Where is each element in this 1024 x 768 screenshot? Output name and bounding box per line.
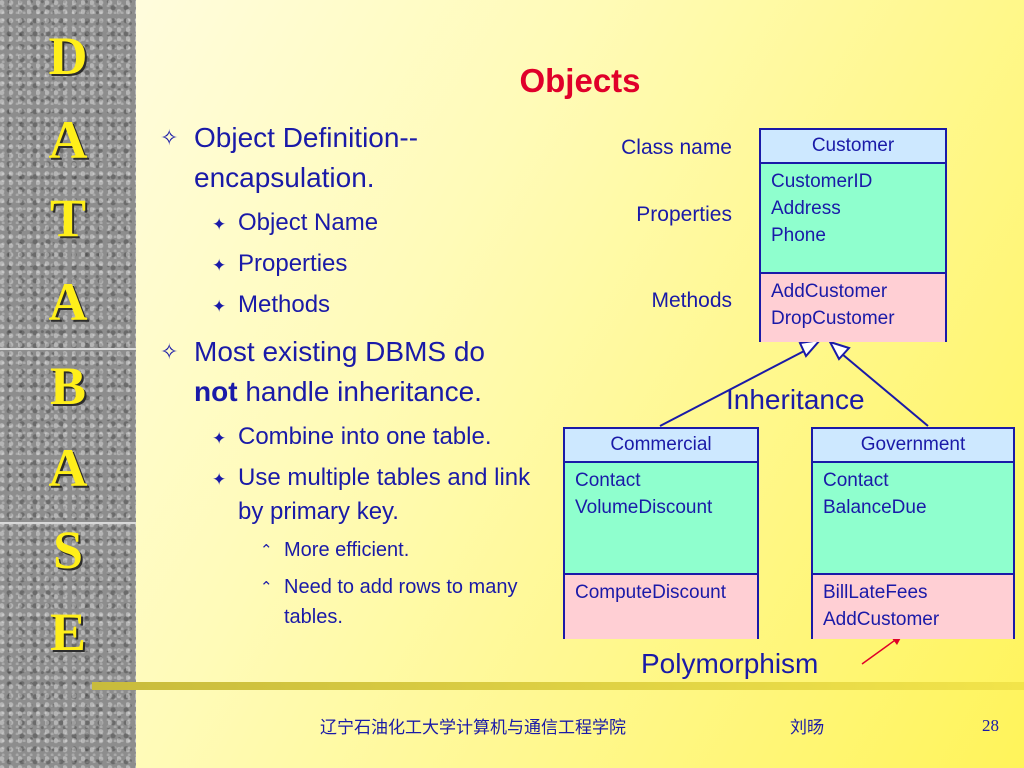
method-item: AddCustomer [771,281,888,302]
class-header: Commercial [565,429,757,463]
bullet-text-pre: Most existing DBMS do [194,336,485,367]
class-properties: CustomerID Address Phone [761,164,945,274]
class-methods: BillLateFees AddCustomer [813,575,1013,639]
bullet-combine-table: ✦ Combine into one table. [212,420,552,454]
label-methods: Methods [651,289,732,312]
property-item: Address [771,198,841,219]
sidebar-letter: T [49,188,87,248]
solid-star-icon: ✦ [212,470,227,489]
arrow-up-icon: ⌃ [260,542,273,559]
arrow-up-icon: ⌃ [260,579,273,596]
bullet-text: Need to add rows to many tables. [284,576,518,628]
property-item: CustomerID [771,171,873,192]
bullet-methods: ✦ Methods [212,288,472,322]
uml-class-commercial: Commercial Contact VolumeDiscount Comput… [563,427,759,639]
class-methods: ComputeDiscount [565,575,757,639]
sidebar-letter: B [49,356,87,416]
sidebar-letter: S [52,520,84,580]
hollow-star-icon: ✧ [160,125,179,150]
bullet-more-efficient: ⌃ More efficient. [260,535,520,565]
inheritance-line-commercial [659,348,809,427]
sidebar-letter: D [48,26,88,86]
label-class-name: Class name [621,136,732,159]
bullet-dbms-inheritance: ✧ Most existing DBMS do not handle inheri… [160,332,560,412]
sidebar-letter: E [49,602,87,662]
bullet-text: Properties [238,250,348,277]
method-item: BillLateFees [823,582,928,603]
sidebar: D A T A B A S E [0,0,136,768]
property-item: Phone [771,225,826,246]
solid-star-icon: ✦ [212,297,227,316]
label-polymorphism: Polymorphism [641,648,819,679]
bullet-text: Object Name [238,209,379,236]
bullet-text-bold: not [194,376,238,407]
footer-author: 刘旸 [790,718,824,738]
footer-divider-bar [92,682,1024,690]
sidebar-letter: A [48,272,88,332]
class-properties: Contact VolumeDiscount [565,463,757,575]
property-item: Contact [575,470,641,491]
bullet-text-post: handle inheritance. [245,376,482,407]
bullet-multiple-tables: ✦ Use multiple tables and link by primar… [212,461,532,529]
uml-class-government: Government Contact BalanceDue BillLateFe… [811,427,1015,639]
method-item: AddCustomer [823,609,940,630]
class-methods: AddCustomer DropCustomer [761,274,945,342]
bullet-text: Methods [238,291,331,318]
property-item: BalanceDue [823,497,927,518]
polymorphism-arrow [861,637,899,665]
label-inheritance: Inheritance [726,384,865,415]
class-properties: Contact BalanceDue [813,463,1013,575]
solid-star-icon: ✦ [212,215,227,234]
sidebar-letter: A [48,438,88,498]
property-item: VolumeDiscount [575,497,713,518]
solid-star-icon: ✦ [212,429,227,448]
bullet-text: Object Definition--encapsulation. [194,122,419,193]
bullet-object-name: ✦ Object Name [212,206,472,240]
page-number: 28 [982,716,999,735]
bullet-text: More efficient. [284,539,410,561]
solid-star-icon: ✦ [212,256,227,275]
bullet-text: Combine into one table. [238,423,492,450]
bullet-object-definition: ✧ Object Definition--encapsulation. [160,118,490,198]
footer-institution: 辽宁石油化工大学计算机与通信工程学院 [320,718,626,738]
bullet-need-add-rows: ⌃ Need to add rows to many tables. [260,572,530,632]
method-item: DropCustomer [771,308,895,329]
class-header: Customer [761,130,945,164]
inheritance-arrowhead [827,340,851,361]
slide-title: Objects [519,62,641,99]
inheritance-line-government [841,353,929,427]
label-properties: Properties [636,203,732,226]
inheritance-arrowhead [798,338,823,358]
sidebar-divider [0,348,136,350]
property-item: Contact [823,470,889,491]
bullet-properties: ✦ Properties [212,247,472,281]
method-item: ComputeDiscount [575,582,727,603]
hollow-star-icon: ✧ [160,339,179,364]
sidebar-letter: A [48,110,88,170]
uml-class-customer: Customer CustomerID Address Phone AddCus… [759,128,947,342]
sidebar-divider [0,522,136,524]
bullet-text: Use multiple tables and link by primary … [238,464,531,525]
bullet-text: Most existing DBMS do not handle inherita… [160,332,560,412]
class-header: Government [813,429,1013,463]
